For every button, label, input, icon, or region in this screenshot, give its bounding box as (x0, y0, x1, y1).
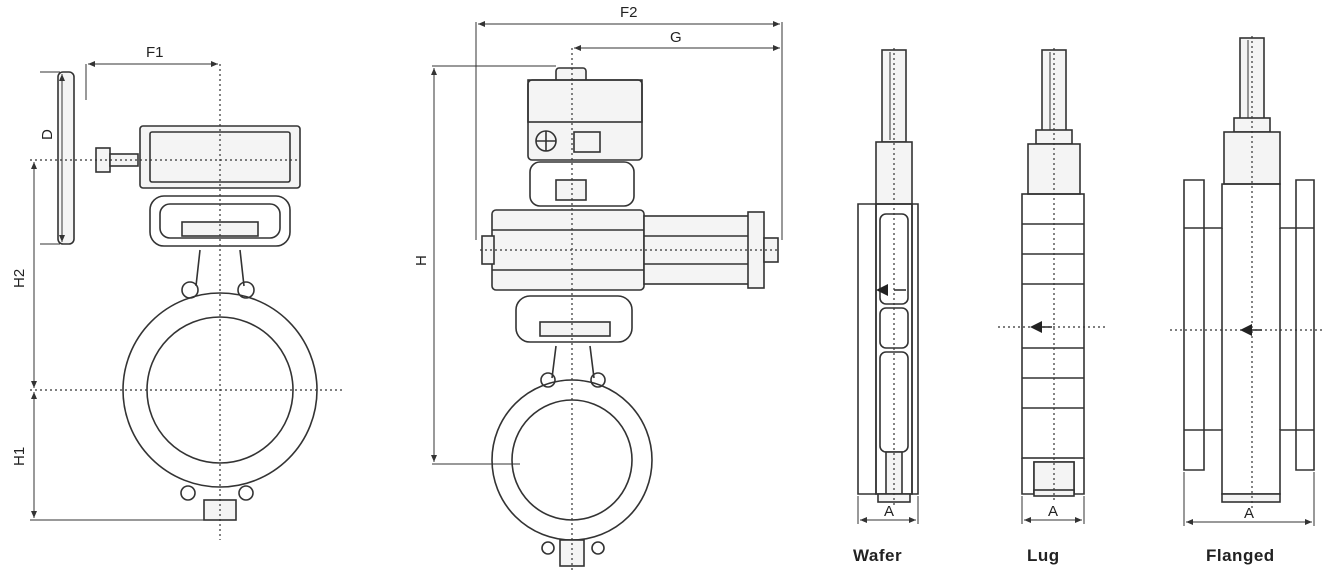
wafer-a-label: A (884, 503, 894, 520)
input-shaft (109, 153, 139, 167)
flow-arrow-icon (1240, 324, 1252, 336)
flow-arrow-icon (1030, 321, 1042, 333)
wafer-caption: Wafer (853, 546, 902, 565)
f2-label: F2 (620, 4, 638, 21)
lug-side-view: A Lug (998, 48, 1106, 565)
d-label: D (39, 129, 56, 140)
lug-caption: Lug (1027, 546, 1060, 565)
h1-label: H1 (11, 447, 28, 466)
flanged-a-label: A (1244, 505, 1254, 522)
lug-body (1021, 193, 1085, 459)
f1-label: F1 (146, 44, 164, 61)
h2-label: H2 (11, 269, 28, 288)
valve-neck (195, 249, 245, 287)
h-label: H (413, 255, 430, 266)
pneumatic-actuator-view: F2 G H (413, 4, 783, 570)
lug-a-label: A (1048, 503, 1058, 520)
control-box (527, 79, 643, 161)
flanged-body (1183, 179, 1315, 495)
handwheel (57, 71, 75, 245)
gear-operated-view: F1 D H2 H1 (11, 44, 345, 540)
wafer-side-view: A Wafer (853, 48, 919, 565)
wheel-hub (95, 147, 111, 173)
mounting-bracket-2 (515, 295, 633, 343)
g-label: G (670, 29, 682, 46)
flanged-side-view: A Flanged (1170, 36, 1324, 565)
flanged-caption: Flanged (1206, 546, 1275, 565)
flow-arrow-icon (876, 284, 888, 296)
